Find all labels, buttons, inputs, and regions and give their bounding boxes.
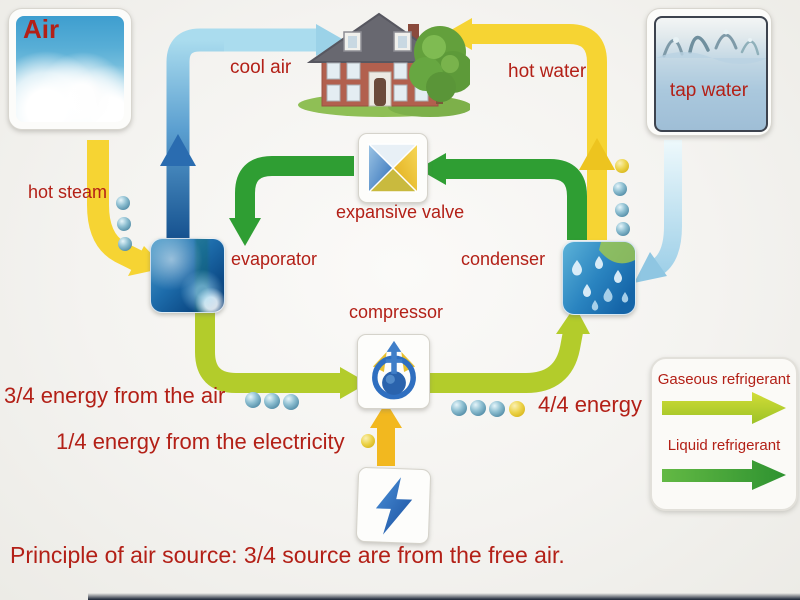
chevron-cool-air-icon bbox=[160, 134, 196, 166]
gaseous-arrow-icon bbox=[662, 392, 786, 424]
compressor-label: compressor bbox=[349, 302, 444, 322]
air-source-box: Air bbox=[8, 8, 132, 130]
pipe-valve-to-evaporator bbox=[235, 156, 354, 220]
expansive-valve-icon bbox=[358, 133, 428, 203]
pipe-hot-steam bbox=[87, 140, 143, 271]
energy-from-electricity-label: 1/4 energy from the electricity bbox=[56, 429, 345, 454]
tap-water-box: tap water bbox=[646, 8, 772, 136]
energy-from-air-label: 3/4 energy from the air bbox=[4, 383, 226, 408]
image-bottom-edge bbox=[88, 593, 800, 600]
evaporator-icon bbox=[150, 238, 225, 313]
cool-air-label: cool air bbox=[230, 57, 292, 78]
water-splash-image bbox=[654, 16, 768, 132]
arrowhead-compressor-inlet-icon bbox=[340, 367, 368, 399]
liquid-arrow-icon bbox=[662, 460, 786, 490]
condenser-label: condenser bbox=[461, 249, 546, 269]
liquid-refrigerant-label: Liquid refrigerant bbox=[667, 437, 781, 454]
compressor-icon bbox=[357, 334, 430, 409]
pipe-condenser-to-valve bbox=[444, 159, 587, 240]
pipe-tap-water bbox=[650, 140, 682, 276]
sky-clouds-image bbox=[16, 16, 124, 122]
refrigerant-legend: Gaseous refrigerant Liquid refrigerant bbox=[650, 357, 798, 511]
tree bbox=[409, 26, 470, 104]
house-image bbox=[298, 12, 470, 117]
condenser-icon bbox=[562, 241, 636, 315]
energy-air-dots bbox=[245, 392, 299, 410]
expansive-valve-label: expansive valve bbox=[336, 202, 465, 222]
dormer-windows bbox=[343, 31, 412, 52]
condenser-dots bbox=[613, 159, 630, 236]
chevron-hot-water-icon bbox=[579, 138, 615, 170]
electricity-icon bbox=[355, 466, 432, 545]
steam-dots bbox=[116, 196, 132, 251]
arrowhead-electricity-icon bbox=[370, 402, 402, 428]
pipe-compressor-to-condenser bbox=[430, 330, 583, 393]
pipe-hot-water bbox=[470, 24, 607, 240]
arrowhead-condenser-inlet-icon bbox=[556, 306, 590, 334]
energy-total-dots bbox=[451, 400, 525, 417]
air-label: Air bbox=[23, 14, 60, 44]
arrowhead-evaporator-inlet-icon bbox=[229, 218, 261, 246]
arrowhead-valve-inlet-icon bbox=[418, 153, 446, 185]
front-door bbox=[368, 71, 392, 107]
arrowhead-tap-water-icon bbox=[634, 252, 667, 283]
gaseous-refrigerant-label: Gaseous refrigerant bbox=[657, 371, 791, 388]
electricity-dot bbox=[361, 434, 375, 448]
hot-water-label: hot water bbox=[508, 61, 587, 82]
pipe-evaporator-to-compressor bbox=[195, 310, 342, 393]
hot-steam-label: hot steam bbox=[28, 182, 108, 202]
tap-water-label: tap water bbox=[669, 80, 749, 101]
energy-total-label: 4/4 energy bbox=[538, 392, 642, 417]
evaporator-label: evaporator bbox=[231, 249, 318, 269]
arrowhead-cool-air-icon bbox=[316, 24, 344, 56]
caption-text: Principle of air source: 3/4 source are … bbox=[10, 542, 565, 568]
pipe-cool-air-riser bbox=[166, 28, 224, 240]
